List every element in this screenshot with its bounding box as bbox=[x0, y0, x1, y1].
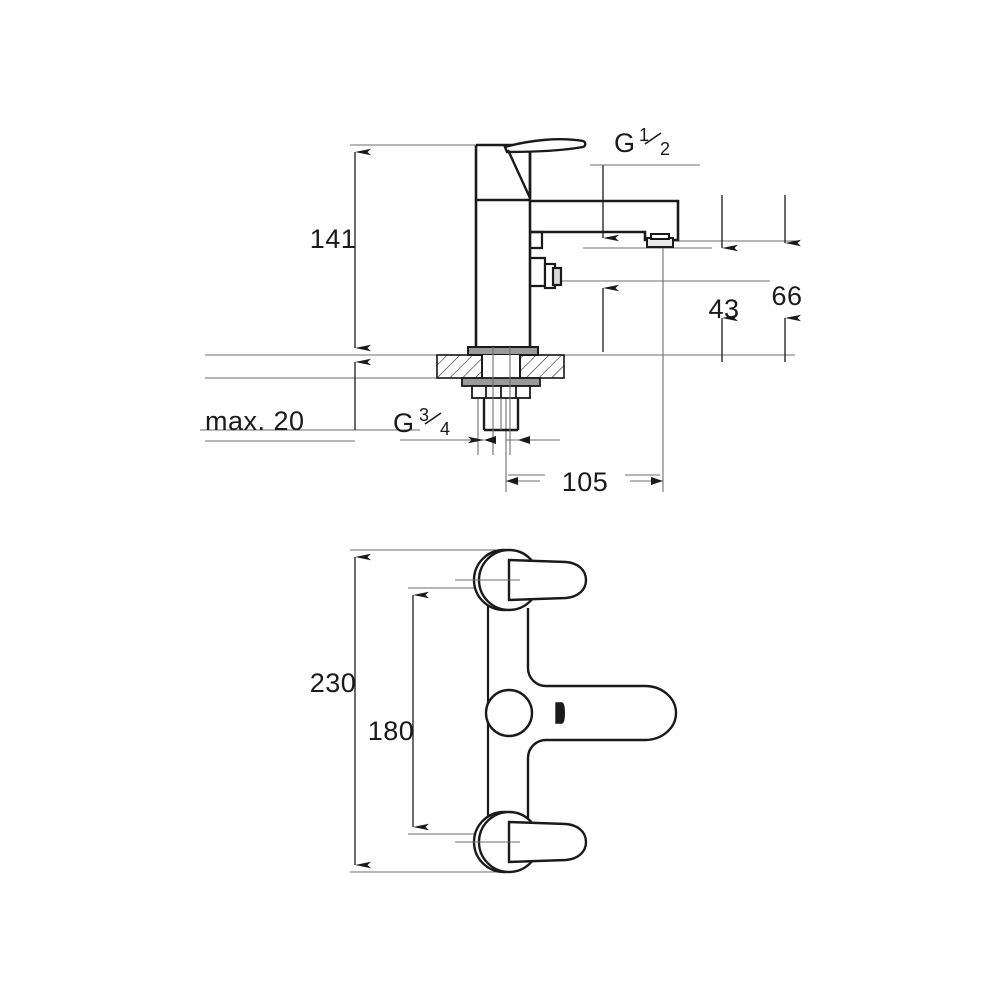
g34-numerator: 3 bbox=[419, 405, 429, 425]
g12-letter: G bbox=[614, 128, 636, 158]
dimension-label-180: 180 bbox=[368, 716, 415, 746]
dimension-141 bbox=[350, 144, 476, 352]
dimension-label-141: 141 bbox=[310, 224, 357, 254]
g34-letter: G bbox=[393, 408, 415, 438]
g12-denominator: 2 bbox=[660, 139, 670, 159]
side-outlet-boss bbox=[543, 262, 563, 290]
dimension-label-g12: G 1 2 bbox=[614, 125, 670, 159]
plan-aerator-mark bbox=[555, 702, 565, 724]
dimension-label-105: 105 bbox=[562, 467, 609, 497]
plan-view: 230 180 bbox=[310, 548, 678, 874]
deck-surface-hatched bbox=[436, 354, 565, 379]
locking-nut bbox=[461, 377, 541, 399]
dimension-label-g34: G 3 4 bbox=[393, 405, 450, 439]
dimension-label-max20: max. 20 bbox=[205, 406, 305, 436]
dimension-label-43: 43 bbox=[708, 294, 739, 324]
body-side-detail bbox=[530, 230, 547, 288]
faucet-body-outline bbox=[474, 143, 532, 352]
plan-spout-body bbox=[526, 608, 678, 818]
g12-numerator: 1 bbox=[639, 125, 649, 145]
g34-denominator: 4 bbox=[440, 419, 450, 439]
dimension-label-230: 230 bbox=[310, 668, 357, 698]
dimension-g12-leader bbox=[600, 164, 690, 352]
side-elevation-view: 141 G 1 2 43 bbox=[200, 125, 802, 497]
mounting-flange bbox=[467, 346, 539, 356]
plan-centre-circle bbox=[484, 688, 534, 738]
dimension-label-66: 66 bbox=[771, 281, 802, 311]
dimension-g34-leader bbox=[400, 436, 560, 444]
lever-handle-side bbox=[503, 138, 587, 199]
dimension-105 bbox=[506, 477, 663, 485]
threaded-shank bbox=[482, 398, 520, 432]
spout-aerator bbox=[646, 233, 674, 248]
